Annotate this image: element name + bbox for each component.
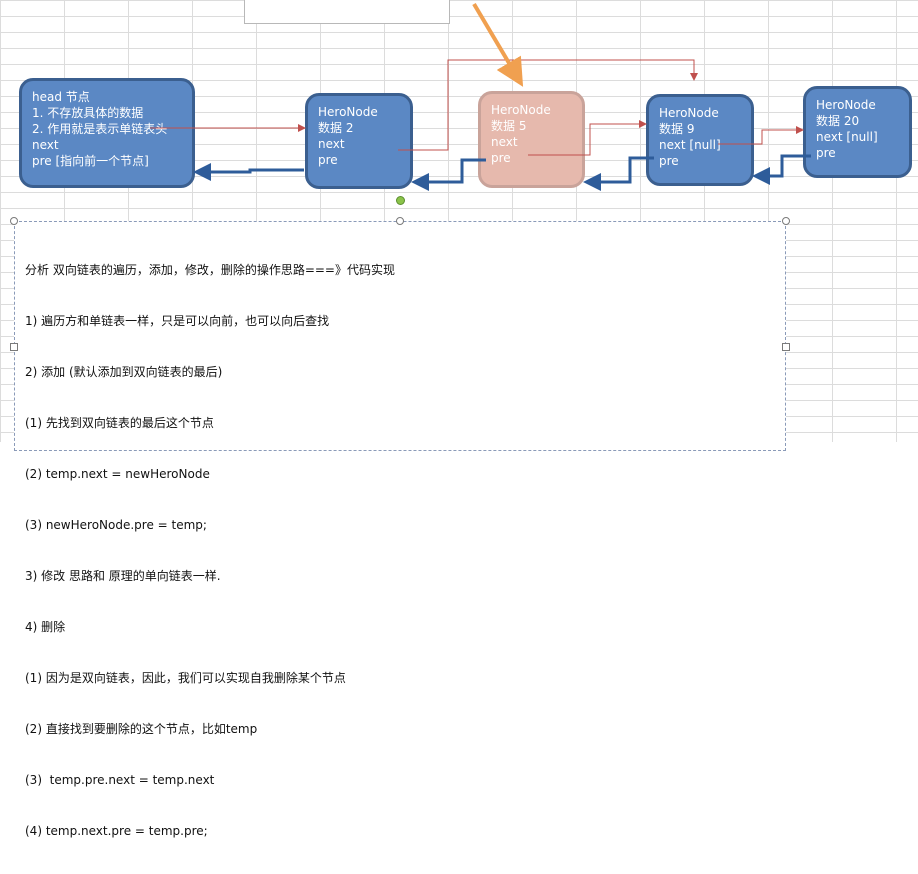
resize-handle-left[interactable] xyxy=(10,343,18,351)
resize-handle-top-left[interactable] xyxy=(10,217,18,225)
next-arrow xyxy=(718,126,804,145)
node-line: 数据 2 xyxy=(318,121,354,135)
node-line: next [null] xyxy=(659,138,721,152)
hero-node-5[interactable]: HeroNode 数据 5 next pre xyxy=(478,91,585,188)
node-line: HeroNode xyxy=(659,106,719,120)
arrows-layer xyxy=(150,2,811,191)
node-line: head 节点 xyxy=(32,90,90,104)
node-line: HeroNode xyxy=(318,105,378,119)
desc-line: (2) temp.next = newHeroNode xyxy=(25,467,210,481)
desc-line: (3) temp.pre.next = temp.next xyxy=(25,773,215,787)
next-arrow xyxy=(398,59,698,151)
node-line: next xyxy=(32,138,59,152)
hero-node-2[interactable]: HeroNode 数据 2 next pre xyxy=(305,93,413,189)
hero-node-20[interactable]: HeroNode 数据 20 next [null] pre xyxy=(803,86,912,178)
node-line: next [null] xyxy=(816,130,878,144)
desc-line: (4) temp.next.pre = temp.pre; xyxy=(25,824,208,838)
desc-line: 分析 双向链表的遍历，添加，修改，删除的操作思路===》代码实现 xyxy=(25,263,395,277)
description-text: 分析 双向链表的遍历，添加，修改，删除的操作思路===》代码实现 1) 遍历方和… xyxy=(25,228,395,874)
pre-arrow xyxy=(193,163,304,181)
desc-line: 1) 遍历方和单链表一样，只是可以向前，也可以向后查找 xyxy=(25,314,330,328)
node-line: pre xyxy=(816,146,836,160)
top-text-box[interactable] xyxy=(244,0,450,24)
head-node[interactable]: head 节点 1. 不存放具体的数据 2. 作用就是表示单链表头 next p… xyxy=(19,78,195,188)
node-line: pre xyxy=(491,151,511,165)
node-line: pre xyxy=(659,154,679,168)
next-arrow xyxy=(528,120,647,156)
desc-line: (2) 直接找到要删除的这个节点，比如temp xyxy=(25,722,258,736)
node-line: pre xyxy=(318,153,338,167)
resize-handle-right[interactable] xyxy=(782,343,790,351)
node-line: 数据 9 xyxy=(659,122,695,136)
desc-line: 2) 添加 (默认添加到双向链表的最后) xyxy=(25,365,223,379)
node-line: HeroNode xyxy=(491,103,551,117)
node-line: 1. 不存放具体的数据 xyxy=(32,106,144,120)
resize-handle-top[interactable] xyxy=(396,217,404,225)
node-line: pre [指向前一个节点] xyxy=(32,154,149,168)
desc-line: 3) 修改 思路和 原理的单向链表一样. xyxy=(25,569,221,583)
node-line: HeroNode xyxy=(816,98,876,112)
desc-line: (1) 因为是双向链表，因此，我们可以实现自我删除某个节点 xyxy=(25,671,346,685)
pre-arrow xyxy=(583,156,654,191)
desc-line: 4) 删除 xyxy=(25,620,66,634)
node-line: next xyxy=(318,137,345,151)
pre-arrow xyxy=(411,158,486,191)
node-line: 数据 20 xyxy=(816,114,860,128)
node-line: 2. 作用就是表示单链表头 xyxy=(32,122,168,136)
hero-node-9[interactable]: HeroNode 数据 9 next [null] pre xyxy=(646,94,754,186)
resize-handle-top-right[interactable] xyxy=(782,217,790,225)
description-textbox[interactable]: 分析 双向链表的遍历，添加，修改，删除的操作思路===》代码实现 1) 遍历方和… xyxy=(14,221,786,838)
node-line: next xyxy=(491,135,518,149)
pointer-arrow xyxy=(472,2,524,87)
desc-line: (3) newHeroNode.pre = temp; xyxy=(25,518,207,532)
rotate-handle[interactable] xyxy=(396,196,405,205)
pre-arrow xyxy=(752,154,811,185)
node-line: 数据 5 xyxy=(491,119,527,133)
desc-line: (1) 先找到双向链表的最后这个节点 xyxy=(25,416,214,430)
